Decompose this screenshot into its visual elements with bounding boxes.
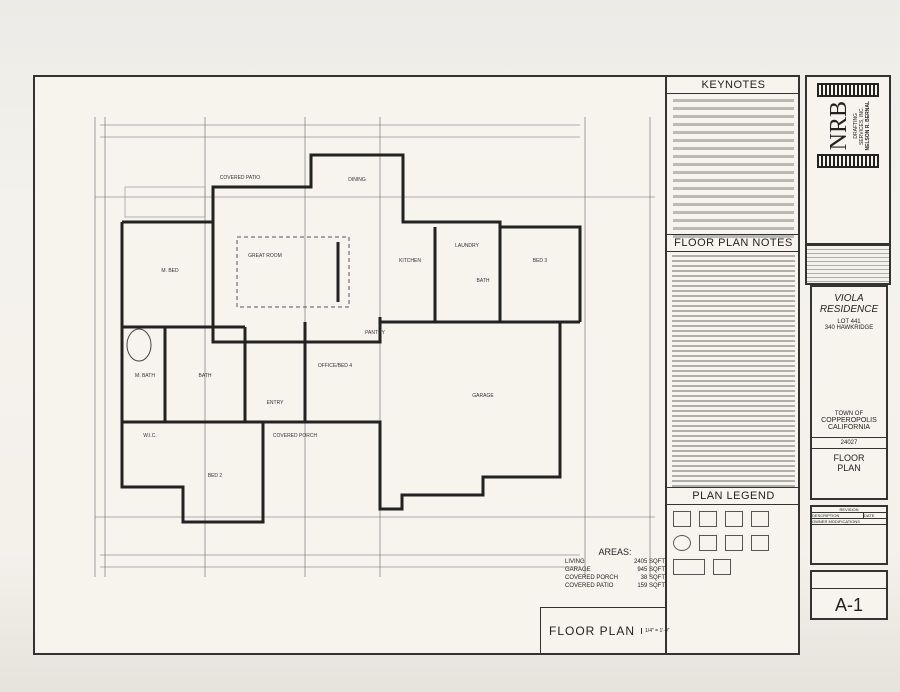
revision-col: DATE bbox=[863, 513, 886, 518]
column-icon bbox=[817, 83, 879, 97]
plan-title: FLOOR PLAN bbox=[549, 623, 636, 638]
firm-name-3: NELSON R. BERNAL bbox=[864, 101, 871, 151]
firm-name-1: DRAFTING bbox=[852, 112, 859, 139]
firm-block: NRB DRAFTING SERVICES, INC. NELSON R. BE… bbox=[805, 75, 891, 245]
sheet-number-block: A-1 bbox=[810, 570, 888, 620]
revision-row: OWNER MODIFICATIONS bbox=[812, 519, 886, 525]
revision-col: DESCRIPTION bbox=[812, 513, 840, 518]
floor-plan-notes-title: FLOOR PLAN NOTES bbox=[667, 234, 800, 252]
column-icon bbox=[817, 154, 879, 169]
tub bbox=[126, 328, 152, 362]
town-line: CALIFORNIA bbox=[827, 424, 870, 431]
area-label: GARAGE bbox=[565, 567, 591, 573]
keynotes-list bbox=[667, 99, 800, 238]
plan-legend bbox=[667, 505, 800, 581]
plan-legend-title: PLAN LEGEND bbox=[667, 487, 800, 505]
firm-name-2: SERVICES, INC. bbox=[858, 106, 865, 145]
area-value: 159 SQFT bbox=[637, 583, 665, 589]
room-label: KITCHEN bbox=[399, 258, 421, 264]
room-label: M. BATH bbox=[135, 373, 155, 379]
revision-header: REVISION bbox=[812, 507, 886, 513]
plan-title-box: FLOOR PLAN 1/4" = 1'-0" bbox=[540, 607, 669, 653]
sheet-title: FLOOR bbox=[833, 453, 865, 463]
plan-scale: 1/4" = 1'-0" bbox=[641, 627, 669, 634]
town-line: COPPEROPOLIS bbox=[821, 417, 877, 424]
ceiling-outline bbox=[236, 236, 350, 308]
floor-plan-drawing: COVERED PATIO DINING GREAT ROOM M. BED K… bbox=[94, 117, 655, 577]
area-value: 2405 SQFT bbox=[633, 559, 665, 565]
area-value: 945 SQFT bbox=[637, 567, 665, 573]
room-label: COVERED PORCH bbox=[273, 433, 318, 439]
keynotes-title: KEYNOTES bbox=[667, 77, 800, 94]
project-name: VIOLA RESIDENCE bbox=[819, 293, 879, 315]
room-label: GREAT ROOM bbox=[248, 253, 282, 259]
room-label: PANTRY bbox=[365, 330, 385, 336]
covered-patio-area bbox=[124, 186, 206, 218]
sheet-number: A-1 bbox=[834, 595, 863, 615]
walls bbox=[120, 153, 582, 524]
room-label: ENTRY bbox=[267, 400, 285, 406]
room-label: M. BED bbox=[161, 268, 179, 274]
copyright-notice bbox=[805, 245, 891, 285]
drawing-frame: COVERED PATIO DINING GREAT ROOM M. BED K… bbox=[33, 75, 800, 655]
notes-column: KEYNOTES FLOOR PLAN NOTES PLAN LEGEND bbox=[665, 77, 800, 653]
project-lot: LOT 441 bbox=[837, 319, 861, 325]
job-number: 24027 bbox=[812, 437, 886, 449]
room-label: OFFICE/BED 4 bbox=[318, 363, 352, 369]
area-label: LIVING bbox=[565, 559, 585, 565]
town-line: TOWN OF bbox=[834, 411, 864, 417]
room-label: GARAGE bbox=[472, 393, 494, 399]
revision-table: REVISION DESCRIPTION DATE OWNER MODIFICAT… bbox=[810, 505, 888, 565]
room-label: DINING bbox=[348, 177, 366, 183]
room-label: BATH bbox=[199, 373, 212, 379]
project-block: VIOLA RESIDENCE LOT 441 340 HAWKRIDGE TO… bbox=[810, 285, 888, 500]
room-label: BATH bbox=[477, 278, 490, 284]
area-value: 38 SQFT bbox=[640, 575, 665, 581]
firm-logo: NRB bbox=[825, 101, 852, 151]
project-address: 340 HAWKRIDGE bbox=[824, 325, 874, 331]
room-label: LAUNDRY bbox=[455, 243, 479, 249]
areas-table: AREAS: LIVING 2405 SQFT GARAGE 945 SQFT CO… bbox=[565, 547, 665, 590]
room-label: BED 2 bbox=[208, 473, 223, 479]
area-label: COVERED PORCH bbox=[565, 575, 619, 581]
area-label: COVERED PATIO bbox=[565, 583, 614, 589]
dimension-lines bbox=[94, 117, 655, 577]
room-label: BED 3 bbox=[533, 258, 548, 264]
floor-plan-notes-text bbox=[672, 252, 795, 487]
room-label: W.I.C. bbox=[143, 433, 157, 439]
sheet-title: PLAN bbox=[837, 463, 861, 473]
areas-title: AREAS: bbox=[598, 547, 632, 557]
room-label: COVERED PATIO bbox=[220, 175, 260, 181]
